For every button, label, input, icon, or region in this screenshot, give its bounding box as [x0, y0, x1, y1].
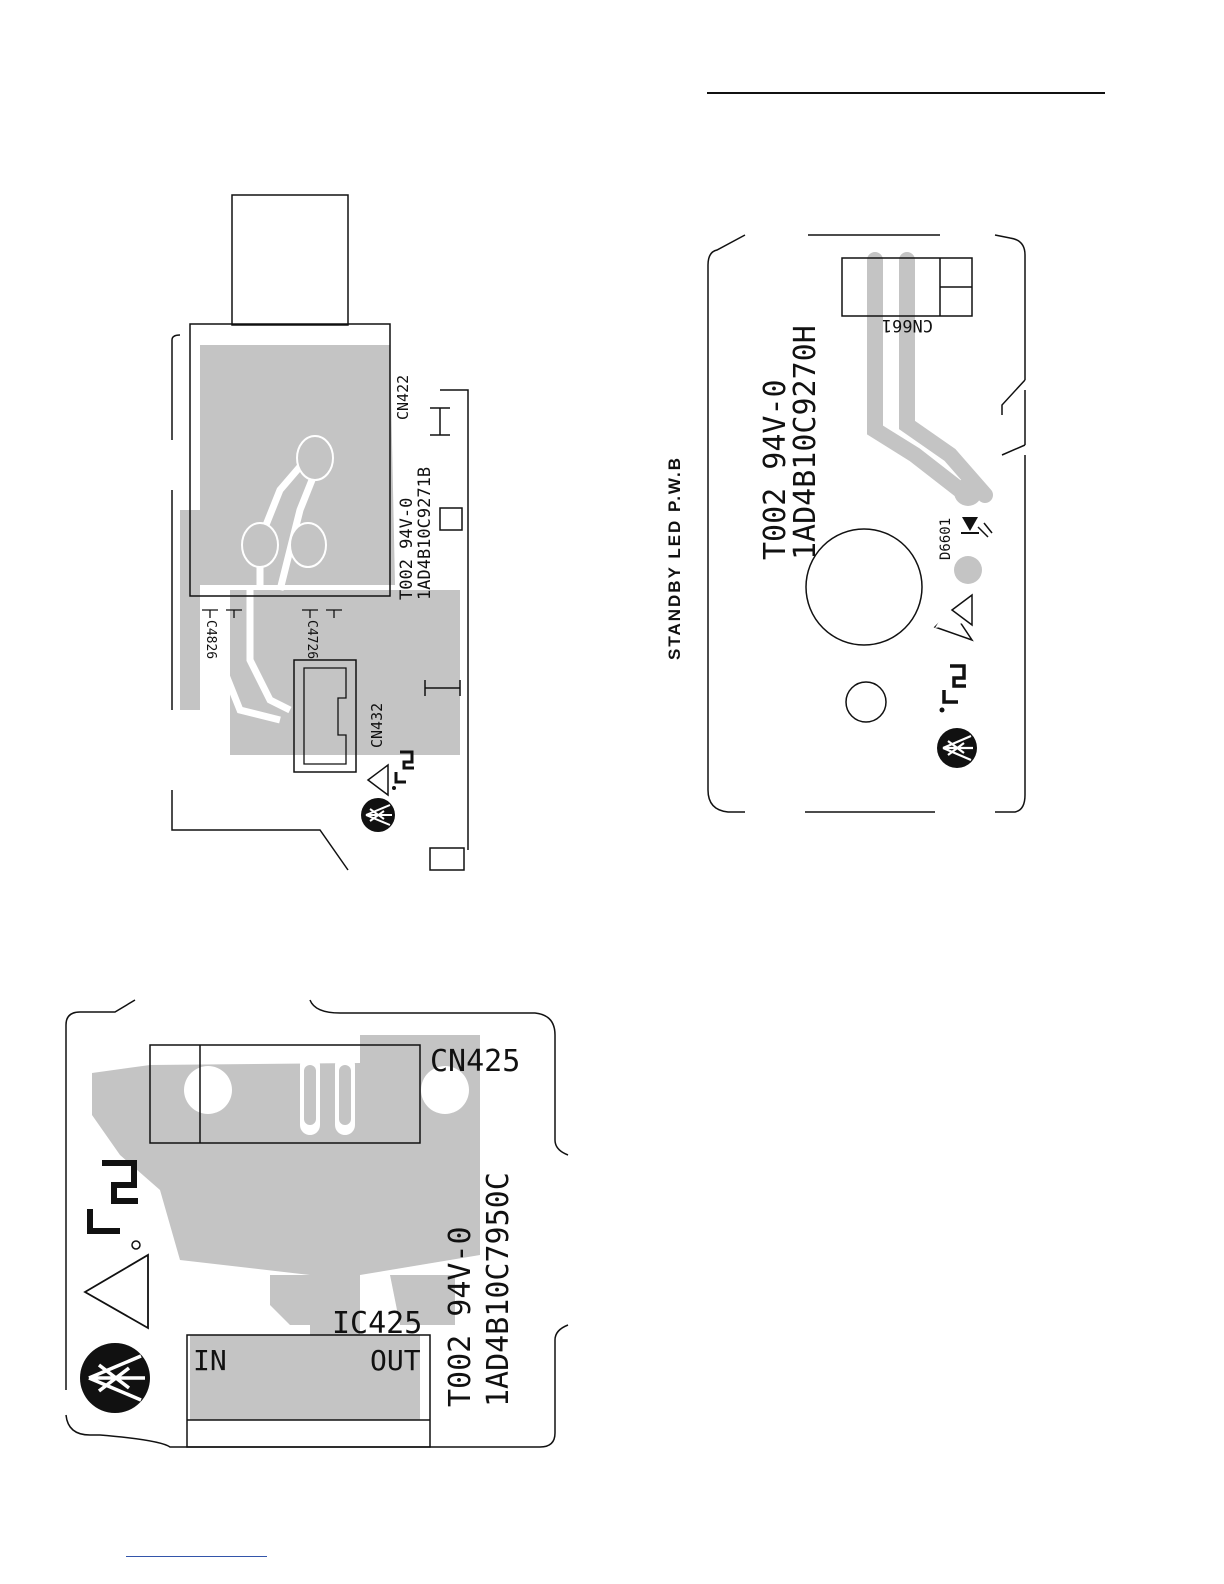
- board-c-rating: T002 94V-0: [443, 1226, 478, 1407]
- header-rule: [707, 92, 1105, 94]
- warning-triangle-icon: [368, 765, 388, 795]
- pcb-board-cn425: CN425 IC425 IN OUT T002 94V-0 1AD4B10C79…: [60, 995, 580, 1455]
- pcb-board-cn422: CN422 CN432 C4826 C4726 T002 94V-0 1AD4B…: [160, 190, 490, 880]
- ul-recognized-icon: [90, 1163, 140, 1249]
- resistor-outline: [440, 508, 462, 530]
- warning-triangle-icon: [85, 1255, 148, 1328]
- cn422-label: CN422: [394, 375, 412, 420]
- manufacturer-logo-icon: [80, 1343, 150, 1413]
- ul-recognized-icon: [392, 752, 414, 790]
- board-b-mount-hole: [806, 529, 922, 645]
- ic425-out-label: OUT: [370, 1344, 421, 1377]
- board-b-pads: [954, 478, 982, 584]
- led-icon: [961, 517, 992, 537]
- c4726-label: C4726: [304, 620, 319, 659]
- board-b-traces: [875, 260, 985, 495]
- board-b-title: STANDBY LED P.W.B: [665, 456, 684, 660]
- manufacturer-logo-icon: [361, 798, 395, 832]
- ul-recognized-icon: [940, 666, 967, 713]
- cn432-label: CN432: [368, 703, 386, 748]
- cn422-jumper: [430, 408, 450, 435]
- manufacturer-logo-icon: [937, 728, 977, 768]
- board-c-drawing: CN425 IC425 IN OUT T002 94V-0 1AD4B10C79…: [60, 995, 580, 1455]
- cn422-cable: [232, 195, 348, 325]
- ic425-in-label: IN: [193, 1344, 227, 1377]
- board-b-small-hole: [846, 682, 886, 722]
- d6601-label: D6601: [938, 518, 954, 560]
- board-a-part-number: 1AD4B10C9271B: [415, 467, 435, 600]
- cn661-label: CN661: [882, 315, 933, 335]
- board-b-part-number: 1AD4B10C9270H: [788, 325, 823, 560]
- pcb-board-standby-led: STANDBY LED P.W.B CN661 T002 94V-0 1AD4B…: [650, 230, 1030, 820]
- board-a-rating: T002 94V-0: [397, 498, 417, 600]
- board-b-drawing: STANDBY LED P.W.B CN661 T002 94V-0 1AD4B…: [650, 230, 1030, 820]
- board-c-part-number: 1AD4B10C7950C: [481, 1172, 516, 1407]
- board-b-outline: [708, 235, 1025, 812]
- cn425-label: CN425: [430, 1044, 520, 1079]
- c4826-label: C4826: [203, 620, 218, 659]
- board-a-drawing: CN422 CN432 C4826 C4726 T002 94V-0 1AD4B…: [160, 190, 490, 880]
- footer-rule: [126, 1556, 267, 1557]
- ic425-label: IC425: [332, 1306, 422, 1341]
- chip-outline: [430, 848, 464, 870]
